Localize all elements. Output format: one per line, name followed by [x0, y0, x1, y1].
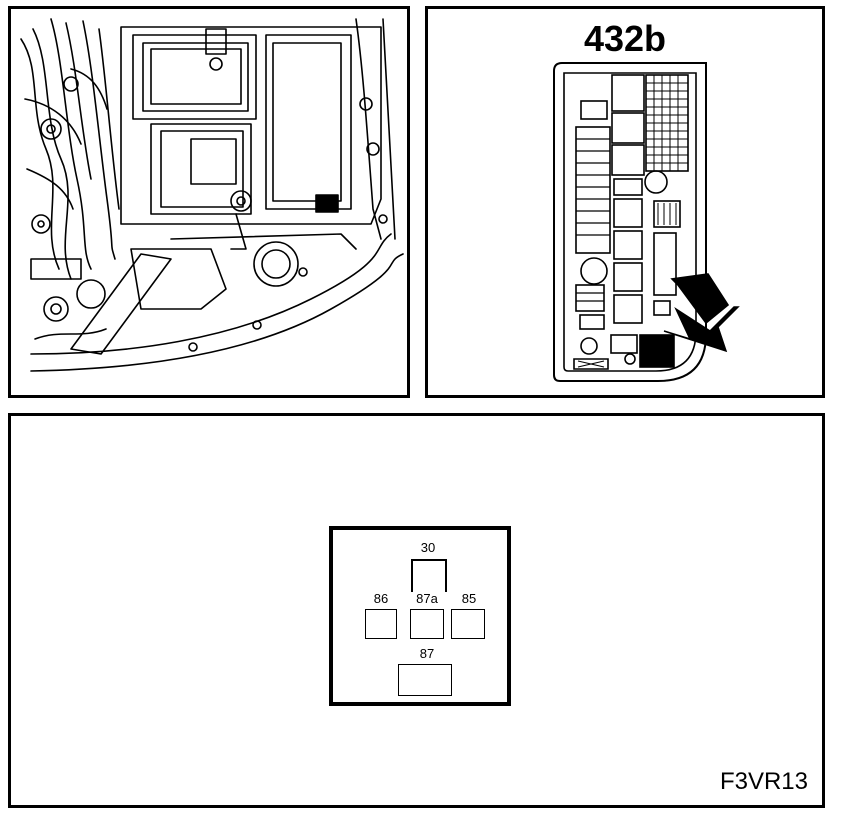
fusebox-outline	[553, 62, 707, 382]
fusebox-title: 432b	[583, 18, 667, 59]
fusebox-layout-diagram	[553, 62, 740, 382]
pin-86-terminal	[365, 609, 397, 639]
pin-87a-terminal	[410, 609, 444, 639]
pin-86-label: 86	[373, 591, 389, 606]
pin-87-terminal	[398, 664, 452, 696]
relay-socket: 30 86 87a 85 87	[329, 526, 511, 706]
relay-pinout-panel: 30 86 87a 85 87 F3VR13	[8, 413, 825, 808]
fusebox-panel: 432b	[425, 6, 825, 398]
figure-code: F3VR13	[719, 768, 808, 795]
pointer-arrow-icon	[663, 306, 740, 353]
engine-bay-illustration	[8, 6, 410, 398]
pin-87a-label: 87a	[416, 591, 438, 606]
pin-87-label: 87	[419, 646, 435, 661]
highlighted-relay-position	[639, 334, 675, 368]
pin-85-label: 85	[461, 591, 477, 606]
pin-30-label: 30	[420, 540, 436, 555]
engine-bay-drawing	[20, 18, 404, 372]
pin-85-terminal	[451, 609, 485, 639]
pin-30-terminal	[411, 559, 447, 592]
